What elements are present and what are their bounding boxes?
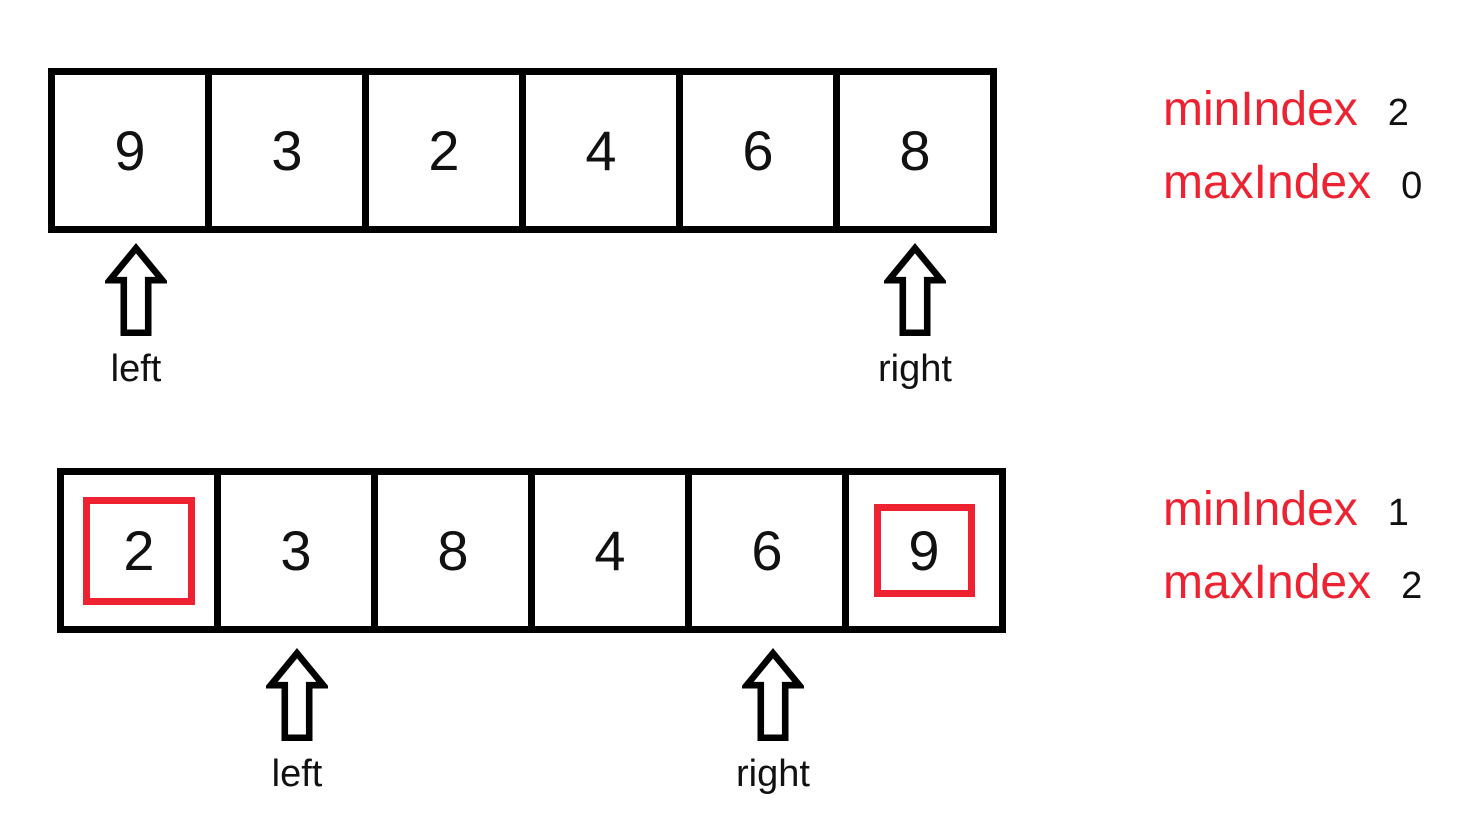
cell-value: 3 <box>280 518 312 582</box>
cell-value: 2 <box>123 518 155 582</box>
cell-value: 8 <box>437 518 469 582</box>
array-row-step2: 2 3 8 4 6 9 <box>57 468 1006 633</box>
stat-row: maxIndex 0 <box>1163 155 1423 209</box>
cell-value: 9 <box>114 118 146 182</box>
stat-row: minIndex 2 <box>1163 84 1422 136</box>
cell-value: 6 <box>742 118 774 182</box>
stat-value: 2 <box>1401 564 1423 607</box>
stat-label: minIndex <box>1163 483 1358 536</box>
stat-value: 2 <box>1387 92 1409 134</box>
highlight-box: 9 <box>873 504 975 597</box>
stat-label: maxIndex <box>1163 155 1372 209</box>
up-arrow-icon <box>884 243 946 337</box>
highlight-box: 2 <box>83 496 195 605</box>
right-pointer-step2: right <box>703 648 843 793</box>
stat-value: 1 <box>1387 492 1409 534</box>
stat-value: 0 <box>1401 164 1423 207</box>
cell-value: 9 <box>908 518 940 582</box>
stat-row: maxIndex 2 <box>1163 555 1423 609</box>
array-cell: 9 <box>842 468 1006 633</box>
cell-value: 8 <box>899 118 931 182</box>
up-arrow-icon <box>105 243 167 337</box>
right-pointer-step1: right <box>845 243 985 388</box>
cell-value: 6 <box>751 518 783 582</box>
array-cell: 6 <box>685 468 849 633</box>
array-cell: 2 <box>57 468 221 633</box>
stats-step2: minIndex 1 maxIndex 2 <box>1163 484 1422 609</box>
left-pointer-step2: left <box>227 648 367 793</box>
pointer-label: left <box>110 348 162 390</box>
array-cell: 3 <box>205 68 369 233</box>
left-pointer-step1: left <box>66 243 206 388</box>
stat-row: minIndex 1 <box>1163 484 1422 536</box>
array-cell: 9 <box>48 68 212 233</box>
array-cell: 8 <box>833 68 997 233</box>
array-row-step1: 9 3 2 4 6 8 <box>48 68 997 233</box>
stats-step1: minIndex 2 maxIndex 0 <box>1163 84 1422 209</box>
array-cell: 2 <box>362 68 526 233</box>
up-arrow-icon <box>742 648 804 742</box>
array-cell: 4 <box>519 68 683 233</box>
array-cell: 8 <box>371 468 535 633</box>
pointer-label: right <box>736 753 810 795</box>
stat-label: maxIndex <box>1163 555 1372 609</box>
array-cell: 6 <box>676 68 840 233</box>
cell-value: 4 <box>594 518 626 582</box>
array-cell: 4 <box>528 468 692 633</box>
up-arrow-icon <box>266 648 328 742</box>
cell-value: 4 <box>585 118 617 182</box>
pointer-label: right <box>878 348 952 390</box>
array-cell: 3 <box>214 468 378 633</box>
cell-value: 3 <box>271 118 303 182</box>
cell-value: 2 <box>428 118 460 182</box>
pointer-label: left <box>271 753 323 795</box>
stat-label: minIndex <box>1163 83 1358 136</box>
